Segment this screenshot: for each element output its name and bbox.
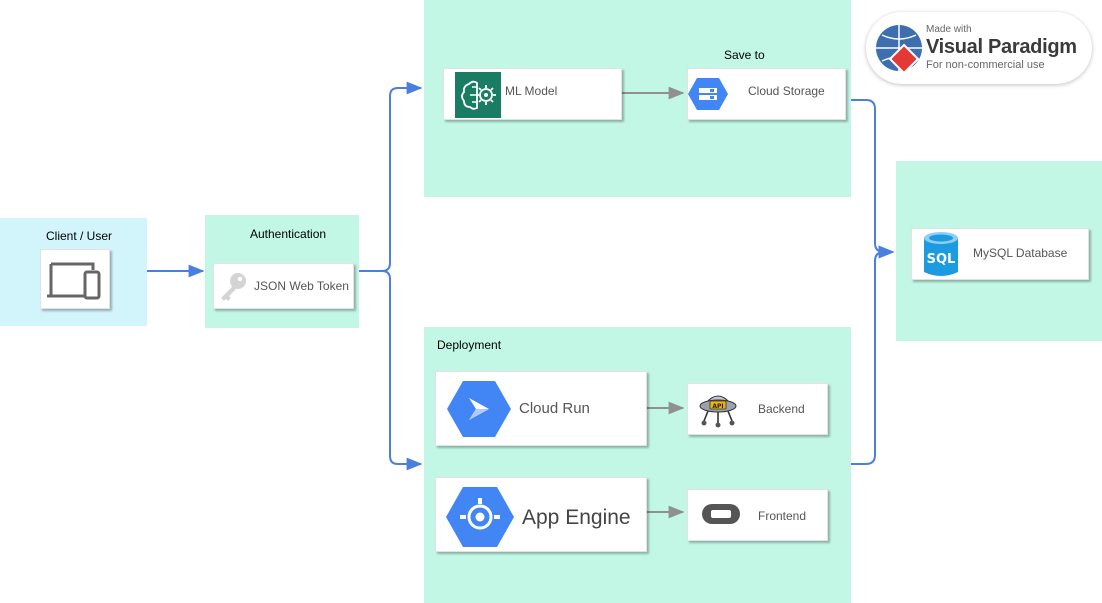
brain-gear-icon [455, 72, 501, 118]
frontend-label: Frontend [758, 509, 807, 523]
cloud-storage-node[interactable]: Cloud Storage [687, 68, 846, 120]
watermark-made-with: Made with [926, 24, 972, 35]
authentication-group-label: Authentication [250, 227, 327, 241]
edge-ml-to-database [851, 99, 895, 259]
backend-label: Backend [758, 402, 805, 416]
cloud-run-label: Cloud Run [519, 400, 590, 417]
mysql-label: MySQL Database [973, 246, 1068, 260]
cloud-storage-icon [688, 78, 728, 110]
save-to-label: Save to [724, 48, 765, 62]
cloud-storage-label: Cloud Storage [748, 84, 825, 98]
frontend-icon [702, 504, 740, 524]
app-engine-node[interactable]: App Engine [435, 477, 647, 552]
mysql-node[interactable]: SQL MySQL Database [911, 228, 1089, 280]
cloud-run-node[interactable]: Cloud Run [435, 371, 647, 446]
app-engine-label: App Engine [522, 506, 631, 529]
ml-model-label: ML Model [505, 84, 558, 98]
jwt-node[interactable]: JSON Web Token [213, 263, 354, 309]
edge-jwt-to-deployment [359, 270, 423, 471]
sql-database-icon: SQL [924, 232, 958, 276]
edge-jwt-to-ml [359, 81, 423, 272]
svg-text:API: API [712, 403, 723, 410]
app-engine-icon [446, 487, 514, 547]
deployment-group-label: Deployment [437, 338, 502, 352]
visual-paradigm-watermark: Made with Visual Paradigm For non-commer… [866, 12, 1092, 84]
ml-model-node[interactable]: ML Model [443, 68, 622, 120]
watermark-name: Visual Paradigm [926, 36, 1077, 58]
watermark-note: For non-commercial use [926, 59, 1045, 71]
edge-deployment-to-database [851, 245, 895, 465]
frontend-node[interactable]: Frontend [687, 489, 828, 541]
key-icon [221, 273, 246, 301]
client-device-node[interactable] [40, 249, 110, 309]
backend-node[interactable]: API Backend [687, 383, 828, 435]
visual-paradigm-logo-icon [876, 25, 922, 73]
api-robot-icon: API [699, 395, 737, 428]
laptop-phone-icon [47, 262, 101, 300]
cloud-run-icon [447, 381, 511, 437]
client-group-label: Client / User [46, 229, 113, 243]
jwt-label: JSON Web Token [254, 279, 349, 293]
svg-text:SQL: SQL [927, 252, 956, 267]
